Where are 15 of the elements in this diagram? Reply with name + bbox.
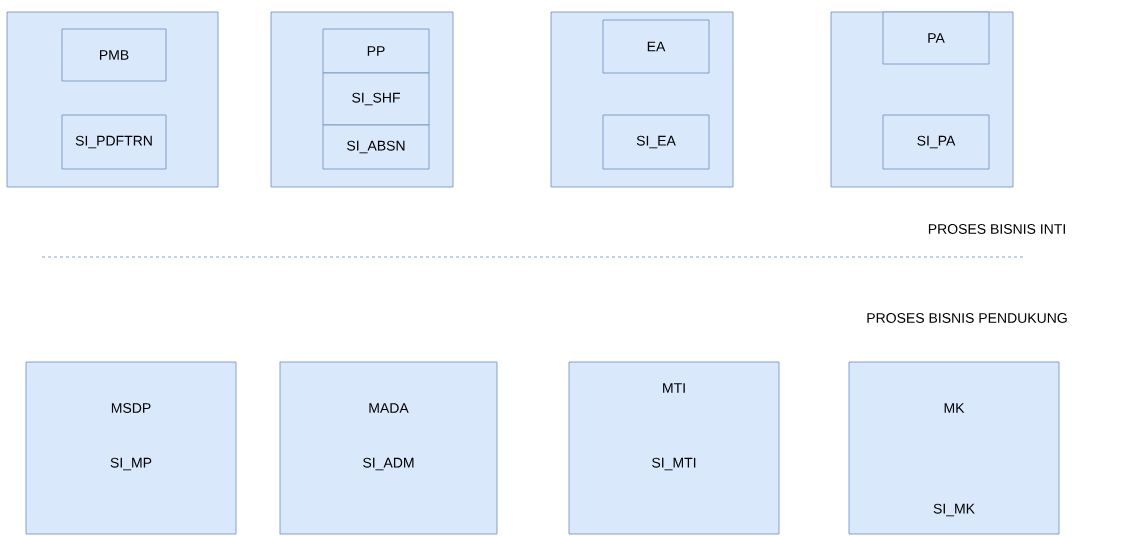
system-box: SI_EA <box>602 114 710 170</box>
system-box: SI_PDFTRN <box>61 114 167 170</box>
system-box: SI_PA <box>882 114 990 170</box>
system-box: SI_SHF <box>322 72 430 126</box>
system-box: PP <box>322 28 430 74</box>
system-box: EA <box>602 19 710 74</box>
section-label: PROSES BISNIS PENDUKUNG <box>867 313 1067 323</box>
section-label: PROSES BISNIS INTI <box>928 224 1065 234</box>
system-box: PMB <box>61 28 167 82</box>
process-box: MK SI_MK <box>848 361 1060 535</box>
process-box: MTI SI_MTI <box>568 361 780 535</box>
process-box: MADA SI_ADM <box>279 361 498 535</box>
system-box: SI_ABSN <box>322 124 430 170</box>
system-box: PA <box>882 11 990 65</box>
process-box: MSDP SI_MP <box>25 361 237 535</box>
